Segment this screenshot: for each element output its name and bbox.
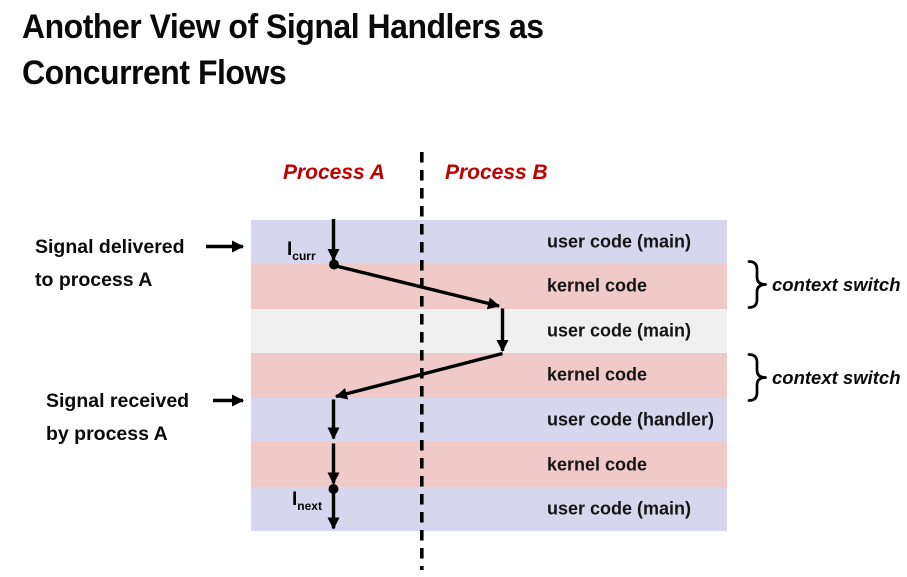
slide-title-line1: Another View of Signal Handlers as [22,8,544,46]
i-curr-subscript: curr [292,248,316,263]
slide-title: Another View of Signal Handlers as Concu… [22,4,544,96]
flow-band-kernel-code-3: kernel code [251,442,727,487]
context-switch-label-2: context switch [772,367,901,388]
band-label: kernel code [547,364,648,385]
band-label: kernel code [547,454,648,475]
flow-band-kernel-code-1: kernel code [251,264,727,309]
context-switch-brace-1 [747,260,767,309]
signal-delivered-line1: Signal delivered [35,236,185,258]
instruction-curr-label: Icurr [287,240,316,262]
signal-received-line2: by process A [46,423,168,445]
flow-band-user-code-main-2: user code (main) [251,486,727,532]
i-curr-base: I [287,239,293,260]
context-switch-label-1: context switch [772,274,901,295]
instruction-next-label: Inext [292,490,322,512]
band-label: user code (main) [547,320,692,341]
band-label: user code (main) [547,498,692,519]
flow-band-kernel-code-2: kernel code [251,353,727,398]
flow-band-user-code-main-1: user code (main) [251,219,727,265]
signal-received-line1: Signal received [46,390,190,412]
i-next-base: I [292,489,298,510]
signal-delivered-note: Signal delivered to process A [35,231,185,297]
process-a-header: Process A [283,161,385,184]
process-b-header: Process B [445,161,548,184]
slide-title-line2: Concurrent Flows [22,54,287,92]
context-switch-brace-2 [747,353,767,402]
flow-band-user-code-main-procb: user code (main) [251,308,727,354]
band-label: kernel code [547,275,648,296]
signal-received-note: Signal received by process A [46,385,189,451]
flow-band-user-code-handler: user code (handler) [251,397,727,443]
band-label: user code (main) [547,231,692,252]
band-label: user code (handler) [547,409,715,430]
signal-delivered-line2: to process A [35,269,153,291]
i-next-subscript: next [297,498,322,513]
